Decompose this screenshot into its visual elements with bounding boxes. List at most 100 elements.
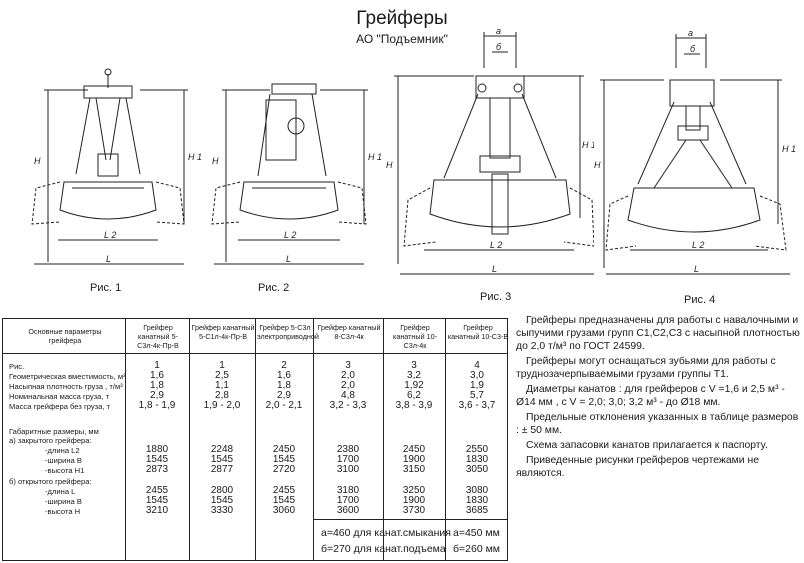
grab-drawing-4: a б H H 1 L 2 L <box>594 28 796 275</box>
table-cell-fig: 3 <box>411 360 417 371</box>
table-cell-c-h1: 2873 <box>145 464 169 475</box>
dim-b-label: б <box>496 42 502 52</box>
table-cell-c-l2: 2380 <box>336 444 360 455</box>
table-cell-mass-grab: 3,8 - 3,9 <box>395 400 433 411</box>
table-cell-mass-grab: 3,6 - 3,7 <box>458 400 496 411</box>
closed-title: а) закрытого грейфера: <box>9 436 92 445</box>
table-cell-volume: 2,0 <box>341 370 355 381</box>
dims-title: Габаритные размеры, мм <box>9 427 99 436</box>
row-label-closed-b: -ширина В <box>45 456 82 465</box>
note-tolerance: Предельные отклонения указанных в таблиц… <box>516 412 799 436</box>
figure-4-caption: Рис. 4 <box>684 294 716 306</box>
company-name: АО "Подъемник" <box>356 32 448 46</box>
note-rope-scheme: Схема запасовки канатов прилагается к па… <box>526 440 768 451</box>
notes-block: Грейферы предназначены для работы с нава… <box>516 314 802 482</box>
footer-b-mm: б=260 мм <box>453 543 501 555</box>
dim-h1-label: H 1 <box>188 152 202 162</box>
table-cell-c-l2: 2450 <box>272 444 296 455</box>
table-cell-c-h1: 3150 <box>402 464 426 475</box>
dim-l2-label: L 2 <box>104 230 116 240</box>
table-cell-o-h: 3330 <box>210 505 234 516</box>
table-cell-c-l2: 1880 <box>145 444 169 455</box>
table-cell-c-h1: 3100 <box>336 464 360 475</box>
row-label-volume: Геометрическая вместимость, м³ <box>9 372 126 381</box>
table-cell-o-b: 1545 <box>145 495 169 506</box>
table-cell-o-b: 1545 <box>272 495 296 506</box>
column-header: Грейфер канатный 10-С3-В <box>447 323 509 341</box>
table-cell-o-b: 1900 <box>402 495 426 506</box>
table-cell-fig: 4 <box>474 360 480 371</box>
table-cell-density: 2,0 <box>341 380 355 391</box>
table-cell-c-b: 1545 <box>210 454 234 465</box>
dim-l-label: L <box>694 264 699 274</box>
table-cell-o-b: 1700 <box>336 495 360 506</box>
page-title: Грейферы <box>356 8 448 29</box>
note-purpose: Грейферы предназначены для работы с нава… <box>516 315 800 352</box>
table-cell-o-h: 3210 <box>145 505 169 516</box>
dim-a-label: a <box>496 28 501 36</box>
dim-l2-label: L 2 <box>692 240 704 250</box>
table-cell-c-h1: 3050 <box>465 464 489 475</box>
dim-h1-label: H 1 <box>782 144 796 154</box>
table-cell-mass-load: 2,9 <box>150 390 164 401</box>
table-cell-density: 1,92 <box>404 380 424 391</box>
table-cell-o-b: 1830 <box>465 495 489 506</box>
table-cell-mass-load: 4,8 <box>341 390 355 401</box>
table-cell-o-l: 2800 <box>210 485 234 496</box>
column-header: Грейфер канатный 10-С3л-4к <box>393 323 437 350</box>
table-cell-c-l2: 2450 <box>402 444 426 455</box>
table-cell-c-h1: 2877 <box>210 464 234 475</box>
dim-h-label: H <box>34 156 41 166</box>
table-cell-density: 1,9 <box>470 380 484 391</box>
table-cell-density: 1,1 <box>215 380 229 391</box>
row-label-closed-l2: -длина L2 <box>45 446 80 455</box>
table-cell-volume: 1,6 <box>150 370 164 381</box>
table-cell-c-b: 1700 <box>336 454 360 465</box>
table-cell-o-b: 1545 <box>210 495 234 506</box>
figure-2-drawing: H H 1 L 2 L <box>208 64 384 276</box>
dim-l2-label: L 2 <box>284 230 296 240</box>
table-cell-mass-load: 2,8 <box>215 390 229 401</box>
dim-h-label: H <box>386 160 393 170</box>
table-cell-o-h: 3060 <box>272 505 296 516</box>
row-label-mass-grab: Масса грейфера без груза, т <box>9 402 111 411</box>
table-cell-o-l: 3080 <box>465 485 489 496</box>
table-cell-mass-grab: 1,9 - 2,0 <box>203 400 241 411</box>
row-label-open-h: -высота Н <box>45 507 81 516</box>
footer-a-closing: а=460 для канат.смыкания <box>321 527 451 539</box>
note-rope-diameter: Диаметры канатов : для грейферов с V =1,… <box>516 384 785 408</box>
dim-b-label: б <box>690 44 696 54</box>
grab-drawing-2: H H 1 L 2 L <box>211 83 382 265</box>
column-header: Грейфер канатный 5-С1л-4к-Пр-В <box>191 323 255 341</box>
dim-h-label: H <box>212 156 219 166</box>
dim-l-label: L <box>492 264 497 274</box>
table-cell-volume: 1,6 <box>277 370 291 381</box>
figure-1-drawing: H H 1 L 2 L <box>28 64 208 276</box>
row-label-open-l: -длина L <box>45 487 76 496</box>
table-cell-volume: 3,0 <box>470 370 484 381</box>
dim-l2-label: L 2 <box>490 240 502 250</box>
table-cell-o-l: 3180 <box>336 485 360 496</box>
table-cell-o-l: 2455 <box>145 485 169 496</box>
table-cell-o-h: 3730 <box>402 505 426 516</box>
table-cell-c-b: 1830 <box>465 454 489 465</box>
table-cell-c-b: 1545 <box>272 454 296 465</box>
dim-a-label: a <box>688 28 693 38</box>
param-header: Основные параметры грейфера <box>28 327 102 345</box>
note-disclaimer: Приведенные рисунки грейферов чертежами … <box>516 455 759 479</box>
figure-4-drawing: a б H H 1 L 2 L <box>594 28 804 288</box>
dim-h1-label: H 1 <box>368 152 382 162</box>
figure-1-caption: Рис. 1 <box>90 282 122 294</box>
dim-h-label: H <box>594 160 601 170</box>
row-label-fig: Рис. <box>9 362 25 371</box>
row-label-closed-h1: -высота Н1 <box>45 466 85 475</box>
table-cell-c-b: 1545 <box>145 454 169 465</box>
table-cell-mass-load: 2,9 <box>277 390 291 401</box>
dim-l-label: L <box>286 254 291 264</box>
table-cell-o-l: 2455 <box>272 485 296 496</box>
open-title: б) открытого грейфера: <box>9 477 92 486</box>
figure-2-caption: Рис. 2 <box>258 282 290 294</box>
figure-3-drawing: a б H H 1 L 2 L <box>384 28 594 288</box>
column-header: Грейфер 5-С3л электроприводной <box>257 323 319 341</box>
table-cell-fig: 1 <box>154 360 160 371</box>
